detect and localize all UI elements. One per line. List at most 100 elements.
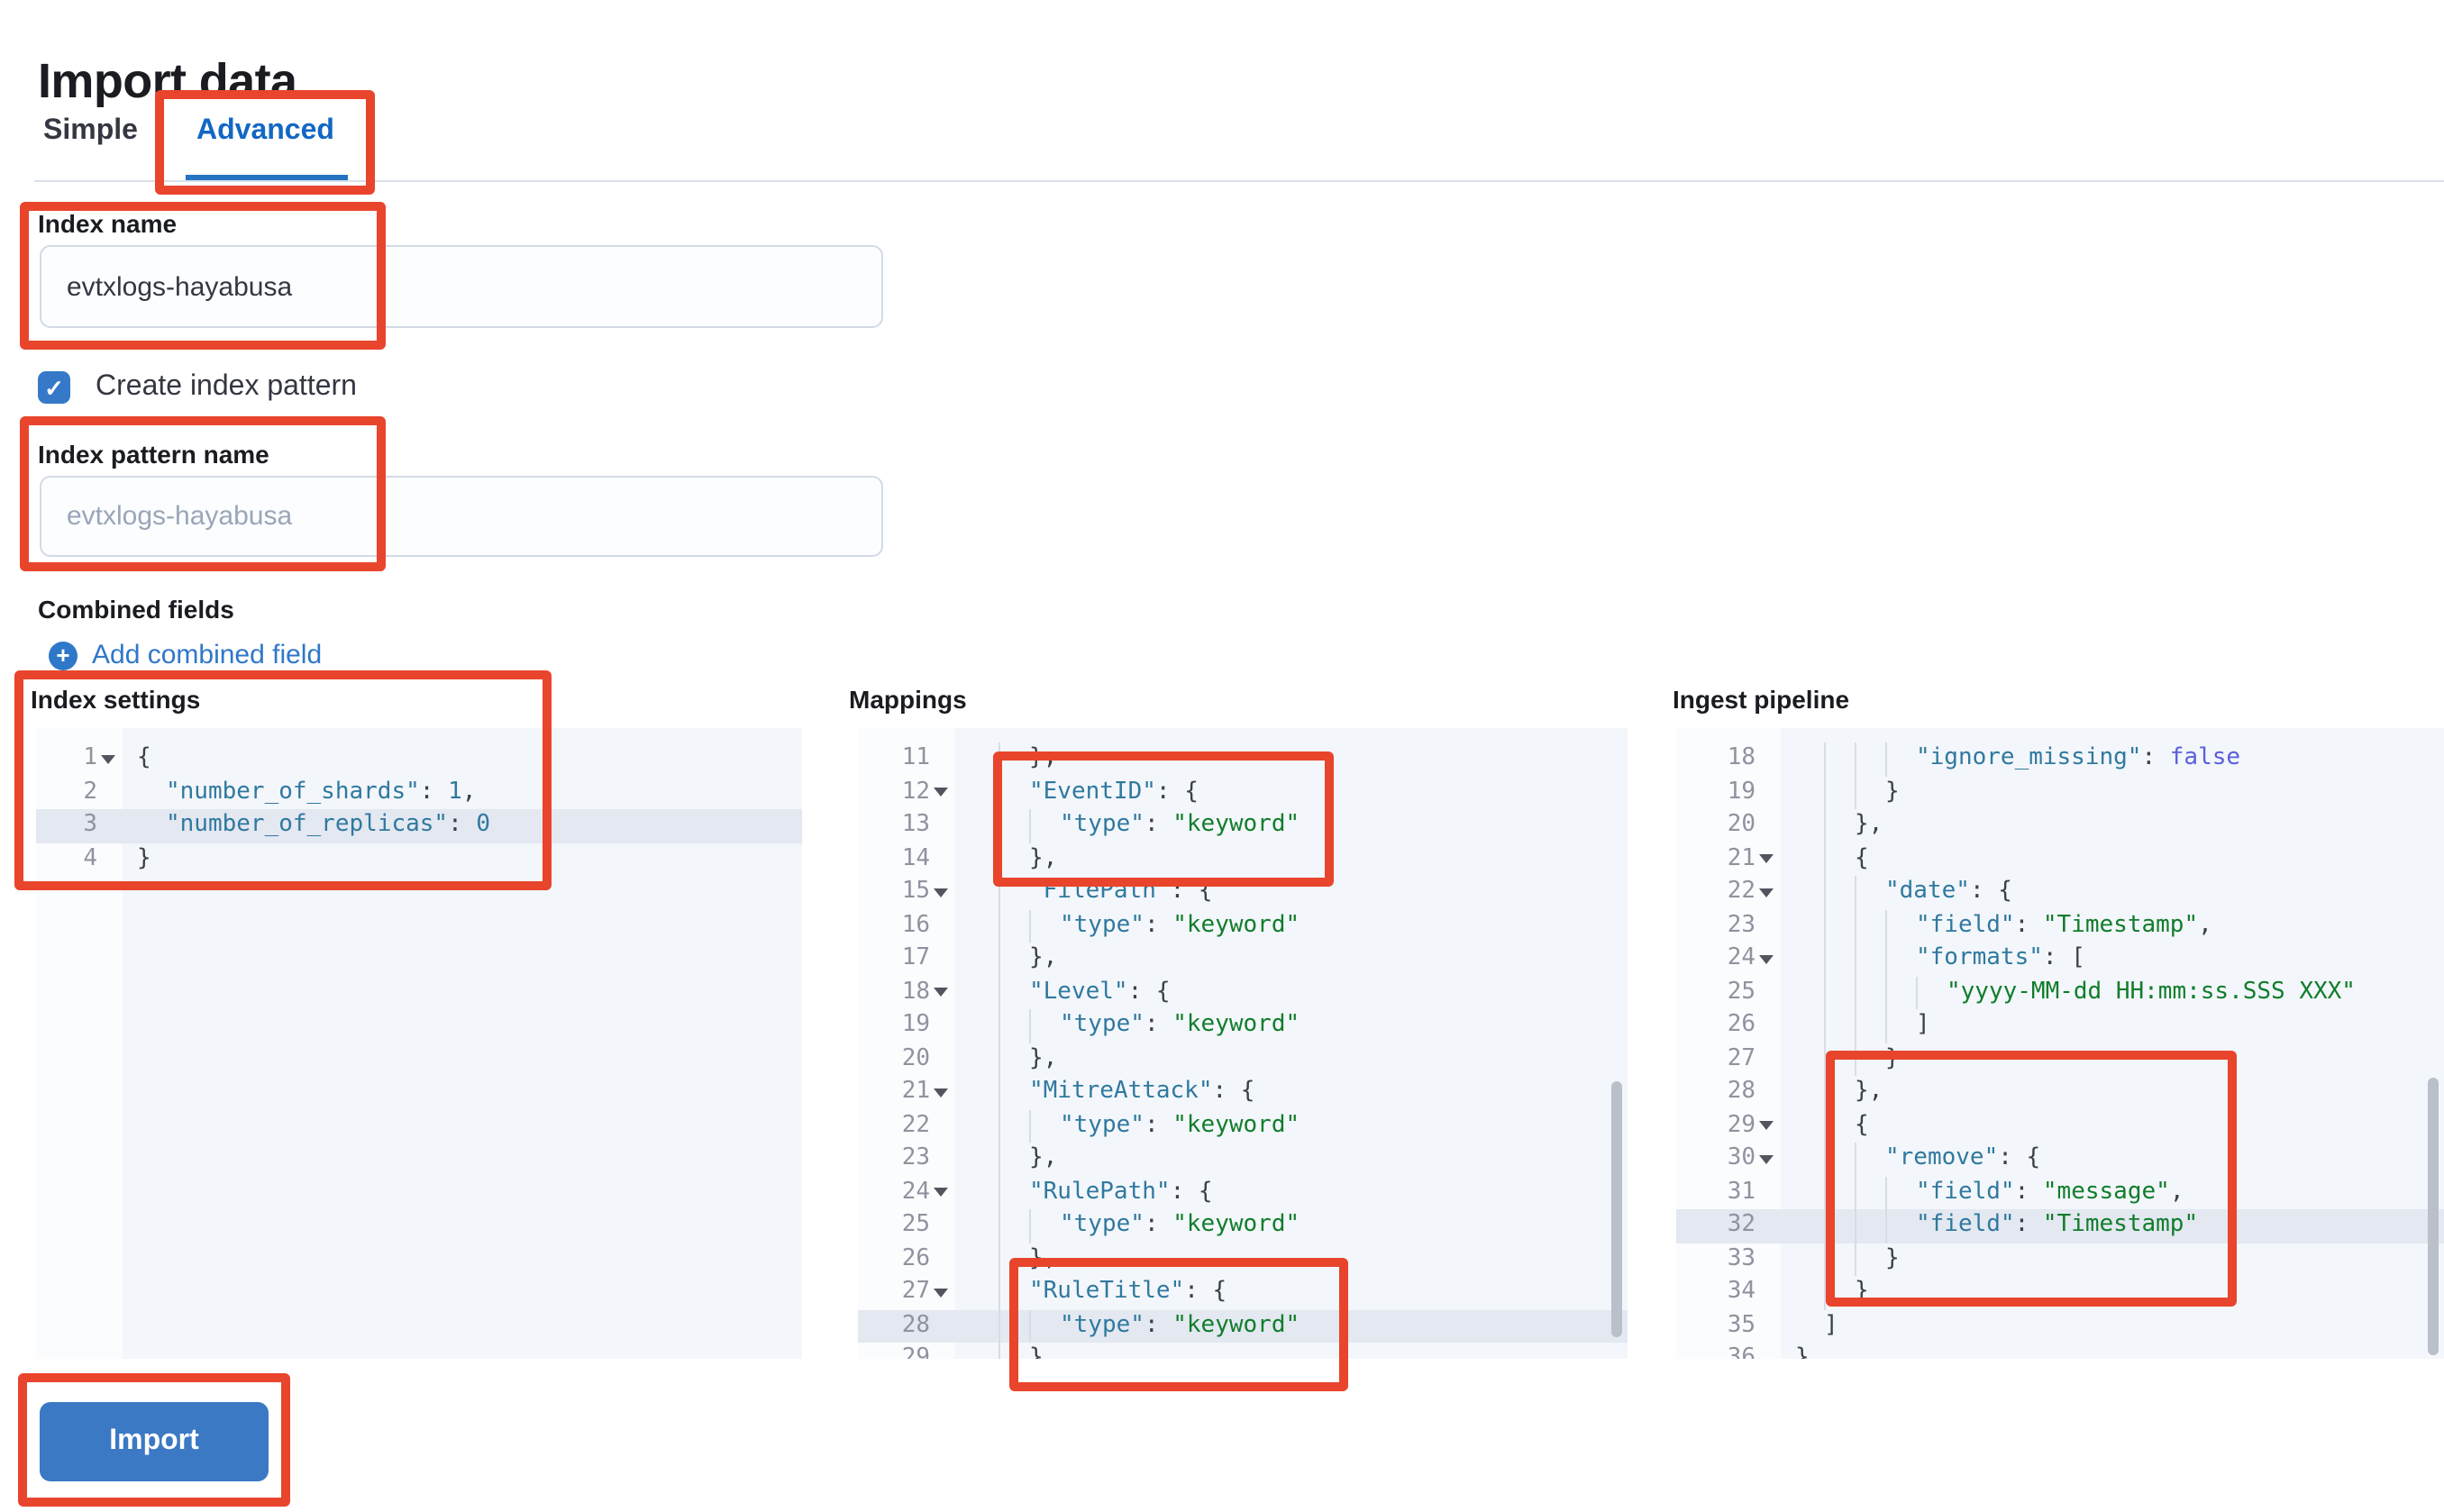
code-line-23[interactable]: 23"field": "Timestamp", — [1676, 909, 2444, 943]
code-line-content[interactable]: "type": "keyword" — [955, 809, 1628, 843]
code-line-34[interactable]: 34} — [1676, 1276, 2444, 1309]
code-line-24[interactable]: 24"RulePath": { — [858, 1176, 1628, 1209]
code-line-22[interactable]: 22"type": "keyword" — [858, 1109, 1628, 1143]
import-button[interactable]: Import — [40, 1402, 269, 1481]
code-line-content[interactable]: }, — [955, 943, 1628, 976]
code-line-content[interactable]: }, — [955, 1243, 1628, 1276]
code-line-content[interactable]: "type": "keyword" — [955, 909, 1628, 943]
fold-toggle-icon[interactable] — [930, 1288, 952, 1298]
code-line-content[interactable]: "Level": { — [955, 976, 1628, 1009]
code-line-33[interactable]: 33} — [1676, 1243, 2444, 1276]
code-line-24[interactable]: 24"formats": [ — [1676, 943, 2444, 976]
code-line-content[interactable]: }, — [1781, 809, 2444, 843]
code-line-content[interactable]: "RuleTitle": { — [955, 1276, 1628, 1309]
fold-toggle-icon[interactable] — [930, 788, 952, 797]
code-line-27[interactable]: 27} — [1676, 1043, 2444, 1076]
code-line-23[interactable]: 23}, — [858, 1143, 1628, 1176]
code-line-content[interactable]: "FilePath": { — [955, 876, 1628, 909]
code-line-content[interactable]: } — [1781, 776, 2444, 809]
code-line-27[interactable]: 27"RuleTitle": { — [858, 1276, 1628, 1309]
fold-toggle-icon[interactable] — [1755, 854, 1777, 864]
code-line-1[interactable]: 1{ — [36, 742, 802, 776]
code-line-19[interactable]: 19} — [1676, 776, 2444, 809]
code-line-14[interactable]: 14}, — [858, 843, 1628, 876]
code-line-content[interactable]: { — [137, 744, 151, 771]
code-line-11[interactable]: 11}, — [858, 742, 1628, 776]
code-line-28[interactable]: 28"type": "keyword" — [858, 1309, 1628, 1343]
code-line-21[interactable]: 21{ — [1676, 843, 2444, 876]
code-line-16[interactable]: 16"type": "keyword" — [858, 909, 1628, 943]
code-line-content[interactable]: }, — [955, 843, 1628, 876]
index-name-input[interactable] — [40, 245, 883, 328]
code-line-content[interactable]: "field": "Timestamp" — [1781, 1209, 2444, 1243]
tab-advanced[interactable]: Advanced — [196, 115, 334, 146]
code-line-content[interactable]: { — [1781, 843, 2444, 876]
code-line-18[interactable]: 18"ignore_missing": false — [1676, 742, 2444, 776]
code-line-content[interactable]: }, — [955, 1043, 1628, 1076]
code-line-20[interactable]: 20}, — [858, 1043, 1628, 1076]
code-line-22[interactable]: 22"date": { — [1676, 876, 2444, 909]
tab-simple[interactable]: Simple — [43, 115, 138, 146]
mappings-editor[interactable]: 11},12"EventID": {13"type": "keyword"14}… — [858, 728, 1628, 1359]
code-line-26[interactable]: 26}, — [858, 1243, 1628, 1276]
code-line-13[interactable]: 13"type": "keyword" — [858, 809, 1628, 843]
code-line-content[interactable]: }, — [955, 742, 1628, 776]
fold-toggle-icon[interactable] — [1755, 1154, 1777, 1164]
code-line-content[interactable]: "date": { — [1781, 876, 2444, 909]
code-line-content[interactable]: }, — [955, 1343, 1628, 1359]
code-line-content[interactable]: "EventID": { — [955, 776, 1628, 809]
code-line-content[interactable]: ] — [1824, 1311, 1838, 1338]
code-line-30[interactable]: 30"remove": { — [1676, 1143, 2444, 1176]
vertical-scrollbar-thumb[interactable] — [2428, 1078, 2439, 1355]
vertical-scrollbar-thumb[interactable] — [1611, 1081, 1622, 1337]
code-line-content[interactable]: "RulePath": { — [955, 1176, 1628, 1209]
code-line-36[interactable]: 36} — [1676, 1343, 2444, 1359]
code-line-content[interactable]: "field": "message", — [1781, 1176, 2444, 1209]
code-line-31[interactable]: 31"field": "message", — [1676, 1176, 2444, 1209]
code-line-content[interactable]: } — [1781, 1243, 2444, 1276]
fold-toggle-icon[interactable] — [97, 754, 119, 764]
add-combined-field-button[interactable]: + Add combined field — [49, 640, 322, 670]
code-line-18[interactable]: 18"Level": { — [858, 976, 1628, 1009]
code-line-content[interactable]: "ignore_missing": false — [1781, 742, 2444, 776]
code-line-2[interactable]: 2"number_of_shards": 1, — [36, 776, 802, 809]
code-line-29[interactable]: 29}, — [858, 1343, 1628, 1359]
code-line-content[interactable]: "type": "keyword" — [955, 1009, 1628, 1043]
code-line-content[interactable]: } — [1781, 1043, 2444, 1076]
code-line-25[interactable]: 25"yyyy-MM-dd HH:mm:ss.SSS XXX" — [1676, 976, 2444, 1009]
code-line-19[interactable]: 19"type": "keyword" — [858, 1009, 1628, 1043]
code-line-28[interactable]: 28}, — [1676, 1076, 2444, 1109]
code-line-content[interactable]: "MitreAttack": { — [955, 1076, 1628, 1109]
code-line-3[interactable]: 3"number_of_replicas": 0 — [36, 809, 802, 843]
code-line-15[interactable]: 15"FilePath": { — [858, 876, 1628, 909]
code-line-12[interactable]: 12"EventID": { — [858, 776, 1628, 809]
code-line-content[interactable]: "type": "keyword" — [955, 1209, 1628, 1243]
code-line-26[interactable]: 26] — [1676, 1009, 2444, 1043]
create-index-pattern-checkbox[interactable]: ✓ — [38, 371, 70, 404]
code-line-content[interactable]: } — [1795, 1344, 1810, 1359]
code-line-content[interactable]: "yyyy-MM-dd HH:mm:ss.SSS XXX" — [1781, 976, 2444, 1009]
code-line-32[interactable]: 32"field": "Timestamp" — [1676, 1209, 2444, 1243]
fold-toggle-icon[interactable] — [1755, 1121, 1777, 1131]
index-settings-editor[interactable]: 1{2"number_of_shards": 1,3"number_of_rep… — [36, 728, 802, 1359]
code-line-content[interactable]: "number_of_replicas": 0 — [166, 811, 491, 838]
code-line-content[interactable]: } — [137, 844, 151, 871]
code-line-content[interactable]: }, — [955, 1143, 1628, 1176]
code-line-content[interactable]: { — [1781, 1109, 2444, 1143]
code-line-content[interactable]: "formats": [ — [1781, 943, 2444, 976]
code-line-content[interactable]: "field": "Timestamp", — [1781, 909, 2444, 943]
code-line-17[interactable]: 17}, — [858, 943, 1628, 976]
fold-toggle-icon[interactable] — [930, 1088, 952, 1098]
code-line-29[interactable]: 29{ — [1676, 1109, 2444, 1143]
code-line-21[interactable]: 21"MitreAttack": { — [858, 1076, 1628, 1109]
code-line-content[interactable]: } — [1781, 1276, 2444, 1309]
fold-toggle-icon[interactable] — [1755, 954, 1777, 964]
code-line-content[interactable]: ] — [1781, 1009, 2444, 1043]
code-line-4[interactable]: 4} — [36, 843, 802, 876]
fold-toggle-icon[interactable] — [930, 888, 952, 897]
code-line-content[interactable]: }, — [1781, 1076, 2444, 1109]
code-line-content[interactable]: "number_of_shards": 1, — [166, 778, 477, 805]
fold-toggle-icon[interactable] — [1755, 888, 1777, 897]
code-line-25[interactable]: 25"type": "keyword" — [858, 1209, 1628, 1243]
